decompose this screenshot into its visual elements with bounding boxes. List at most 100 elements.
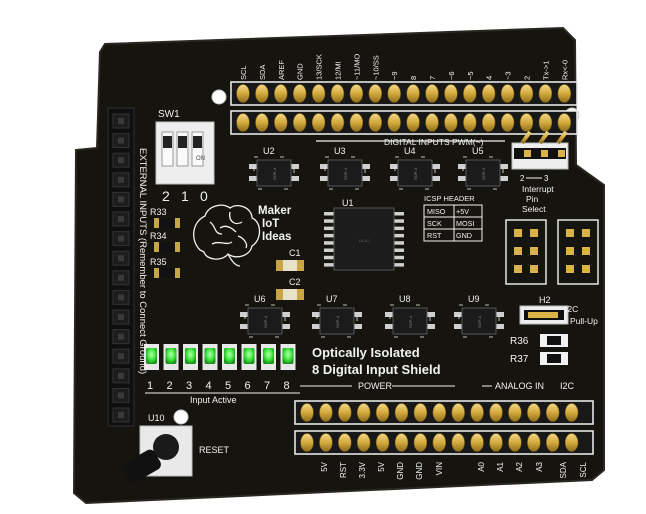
board-title-line1: Optically Isolated (312, 345, 420, 360)
status-led (263, 348, 274, 364)
top-pin-label: ~11/MO (352, 54, 361, 80)
dip-toggle (163, 136, 172, 148)
icsp-cell: +5V (456, 207, 469, 216)
h2-label: H2 (539, 295, 551, 305)
header-pad (566, 247, 574, 255)
led-number: 6 (245, 380, 251, 392)
i2c-pullup-label-1: I2C (565, 304, 578, 314)
status-led (243, 348, 255, 364)
gold-pin (300, 403, 314, 422)
led-number: 5 (225, 380, 231, 392)
gold-pin (500, 84, 515, 103)
header-pad (582, 229, 590, 237)
svg-text:SOP-4: SOP-4 (477, 315, 482, 328)
gold-pin (527, 433, 541, 452)
bottom-pin-label: A3 (535, 461, 544, 471)
gold-pin (519, 84, 534, 103)
svg-text:SOP-4: SOP-4 (413, 167, 418, 180)
u1-label: U1 (342, 198, 354, 208)
icsp-cell: RST (427, 231, 442, 240)
gold-pin (338, 433, 352, 452)
resistor-ref: R33 (150, 207, 167, 217)
gold-pin (357, 403, 371, 422)
gold-pin (368, 113, 382, 132)
capacitor-c2 (276, 289, 304, 300)
gold-pin (564, 433, 579, 452)
led-number: 2 (167, 380, 173, 392)
opto-chip (461, 307, 497, 335)
gold-pin (489, 433, 503, 452)
gold-pin (527, 403, 541, 422)
header-pad (566, 229, 574, 237)
header-pad (530, 247, 538, 255)
header-pad (566, 265, 574, 273)
gold-pin (236, 84, 250, 103)
status-led (204, 348, 216, 364)
top-pin-label: SDA (258, 65, 267, 80)
top-pin-label: ~5 (466, 71, 475, 80)
sw1-label: SW1 (158, 109, 180, 120)
top-pin-label: ~6 (447, 71, 456, 80)
svg-text:SOP-4: SOP-4 (343, 167, 348, 180)
gold-pin (538, 84, 553, 103)
svg-text:SOP-4: SOP-4 (272, 167, 277, 180)
svg-text:SOP-4: SOP-4 (263, 315, 268, 328)
bottom-pin-label: SDA (559, 461, 568, 478)
power-label: POWER (358, 381, 393, 391)
top-pin-label: Tx->1 (541, 61, 550, 80)
gold-pin (413, 433, 428, 452)
gold-pin (319, 433, 333, 452)
header-pad (514, 247, 522, 255)
top-header-pins (236, 84, 571, 132)
svg-text:SOP-4: SOP-4 (408, 315, 413, 328)
svg-text:U1-IC: U1-IC (359, 238, 370, 243)
gold-pin (413, 403, 428, 422)
header-pad (582, 247, 590, 255)
gold-pin (470, 433, 484, 452)
brand-line: IoT (262, 218, 279, 230)
gold-pin (425, 113, 439, 132)
gold-pin (255, 84, 269, 103)
brand-line: Maker (258, 205, 292, 217)
external-inputs-label: EXTERNAL INPUTS (Remember to Connect Gro… (137, 148, 148, 374)
reset-button[interactable] (121, 425, 193, 485)
interrupt-num-3: 3 (544, 174, 549, 183)
top-pin-label: 7 (428, 76, 437, 80)
i2c-pullup-jumper[interactable] (519, 305, 569, 325)
status-led (185, 348, 196, 364)
interrupt-select-jumper[interactable] (511, 130, 569, 170)
opto-chip (319, 307, 355, 335)
opto-ref: U3 (334, 146, 346, 156)
gold-pin (274, 84, 288, 103)
gold-pin (311, 113, 326, 132)
gold-pin (330, 113, 345, 132)
top-pin-label: 8 (409, 76, 418, 80)
interrupt-num-2: 2 (520, 174, 525, 183)
gold-pin (387, 113, 401, 132)
svg-text:SOP-4: SOP-4 (335, 315, 340, 328)
gold-pin (489, 403, 503, 422)
opto-ref: U7 (326, 294, 338, 304)
status-led (282, 348, 294, 364)
bottom-pin-label: 5V (377, 461, 386, 471)
gold-pin (463, 84, 477, 103)
opto-chip (392, 307, 428, 335)
gold-pin (319, 403, 333, 422)
bottom-pin-label: GND (415, 462, 424, 480)
reset-label: RESET (199, 445, 230, 455)
interrupt-label-3: Select (522, 204, 546, 214)
gold-pin (236, 113, 250, 132)
resistor-ref: R36 (510, 336, 529, 347)
gold-pin (444, 84, 458, 103)
opto-ref: U5 (472, 146, 484, 156)
opto-ref: U8 (399, 294, 411, 304)
gold-pin (482, 113, 496, 132)
gold-pin (387, 84, 401, 103)
gold-pin (293, 113, 307, 132)
top-pin-label: 12/MI (334, 61, 343, 80)
status-led (224, 348, 235, 364)
